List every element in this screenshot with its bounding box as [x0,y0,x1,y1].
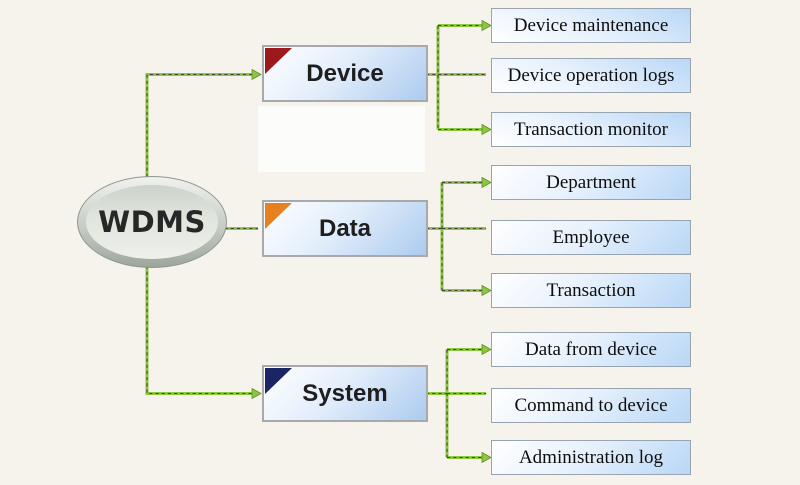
corner-triangle-device [265,48,292,74]
leaf-node-department: Department [491,165,691,200]
arrow-icon [481,176,492,189]
branch-node-data: Data [262,200,428,257]
leaf-node-data-from-device: Data from device [491,332,691,367]
leaf-label: Device operation logs [507,64,675,86]
leaf-label: Data from device [525,338,657,360]
leaf-node-administration-log: Administration log [491,440,691,475]
corner-triangle-system [265,368,292,394]
leaf-node-transaction-monitor: Transaction monitor [491,112,691,147]
arrow-icon [481,19,492,32]
branch-label-data: Data [318,214,372,242]
leaf-node-transaction: Transaction [491,273,691,308]
leaf-node-command-to-device: Command to device [491,388,691,423]
branch-label-device: Device [306,59,384,87]
arrow-icon [251,387,262,400]
arrow-icon [481,284,492,297]
arrow-icon [481,123,492,136]
branch-node-device: Device [262,45,428,102]
leaf-label: Device maintenance [513,14,669,36]
root-node-wdms: WDMS [77,176,227,268]
leaf-node-employee: Employee [491,220,691,255]
leaf-label: Transaction [546,279,636,301]
corner-triangle-data [265,203,292,229]
leaf-node-device-maintenance: Device maintenance [491,8,691,43]
leaf-label: Employee [552,226,630,248]
leaf-node-device-operation-logs: Device operation logs [491,58,691,93]
branch-node-system: System [262,365,428,422]
arrow-icon [481,343,492,356]
leaf-label: Command to device [514,394,668,416]
connector-dashes [146,24,486,459]
leaf-label: Department [546,171,636,193]
arrow-icon [481,451,492,464]
root-ellipse-inner: WDMS [86,185,218,259]
branch-label-system: System [302,379,388,407]
leaf-label: Administration log [518,446,664,468]
root-label: WDMS [98,205,206,239]
leaf-label: Transaction monitor [514,118,668,140]
arrow-icon [251,68,262,81]
background-patch [258,106,425,172]
